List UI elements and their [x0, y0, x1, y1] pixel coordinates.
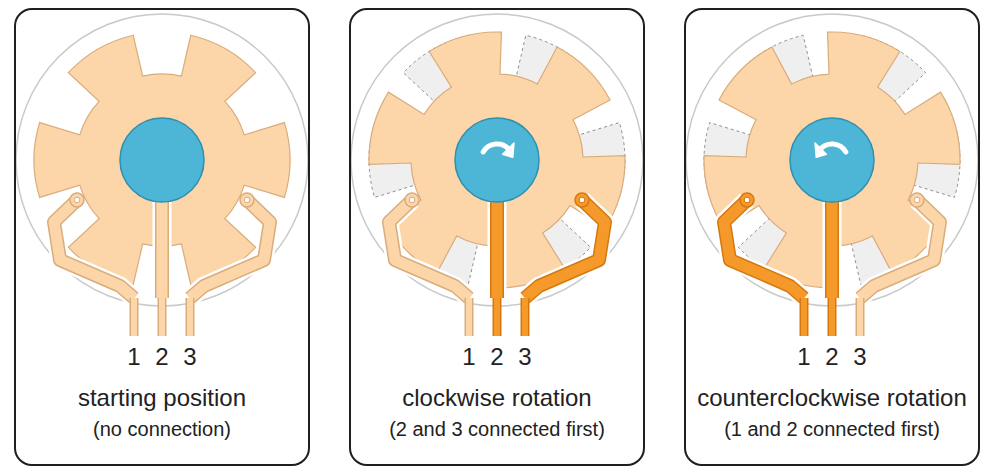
pin-trace [497, 190, 498, 336]
pin-number: 1 [797, 345, 810, 369]
encoder-housing [16, 14, 308, 306]
panel-card: clockwise rotation (2 and 3 connected fir… [349, 8, 645, 466]
pin-number: 3 [853, 345, 866, 369]
shaft [790, 118, 874, 202]
pin-trace [54, 193, 134, 336]
encoder-housing [351, 14, 643, 306]
encoder-figure [351, 14, 643, 336]
panel-title: counterclockwise rotation [697, 383, 966, 413]
rotation-arrow [815, 143, 846, 157]
pin-number: 1 [462, 345, 475, 369]
panel-subtitle: (2 and 3 connected first) [389, 417, 605, 442]
pin-trace [525, 193, 605, 336]
pin-number: 3 [518, 345, 531, 369]
pin-trace [860, 193, 940, 336]
pin-number: 1 [127, 345, 140, 369]
panel-title: starting position [78, 383, 246, 413]
pin-number: 3 [183, 345, 196, 369]
pin-trace [724, 193, 804, 336]
encoder-housing [686, 14, 978, 306]
shaft [455, 118, 539, 202]
pin-trace [389, 193, 469, 336]
rotation-arrow [483, 143, 514, 157]
pin-trace [832, 190, 833, 336]
pin-trace [162, 190, 163, 336]
encoder-figure [16, 14, 308, 336]
pin-number: 2 [490, 345, 503, 369]
pin-trace [190, 193, 270, 336]
panel-card: starting position (no connection) [14, 8, 310, 466]
panel-card: counterclockwise rotation (1 and 2 connec… [684, 8, 980, 466]
shaft [120, 118, 204, 202]
panel-subtitle: (no connection) [93, 417, 231, 442]
encoder-figure [686, 14, 978, 336]
panel-subtitle: (1 and 2 connected first) [724, 417, 940, 442]
pin-number: 2 [825, 345, 838, 369]
panel-title: clockwise rotation [402, 383, 591, 413]
pin-number: 2 [155, 345, 168, 369]
